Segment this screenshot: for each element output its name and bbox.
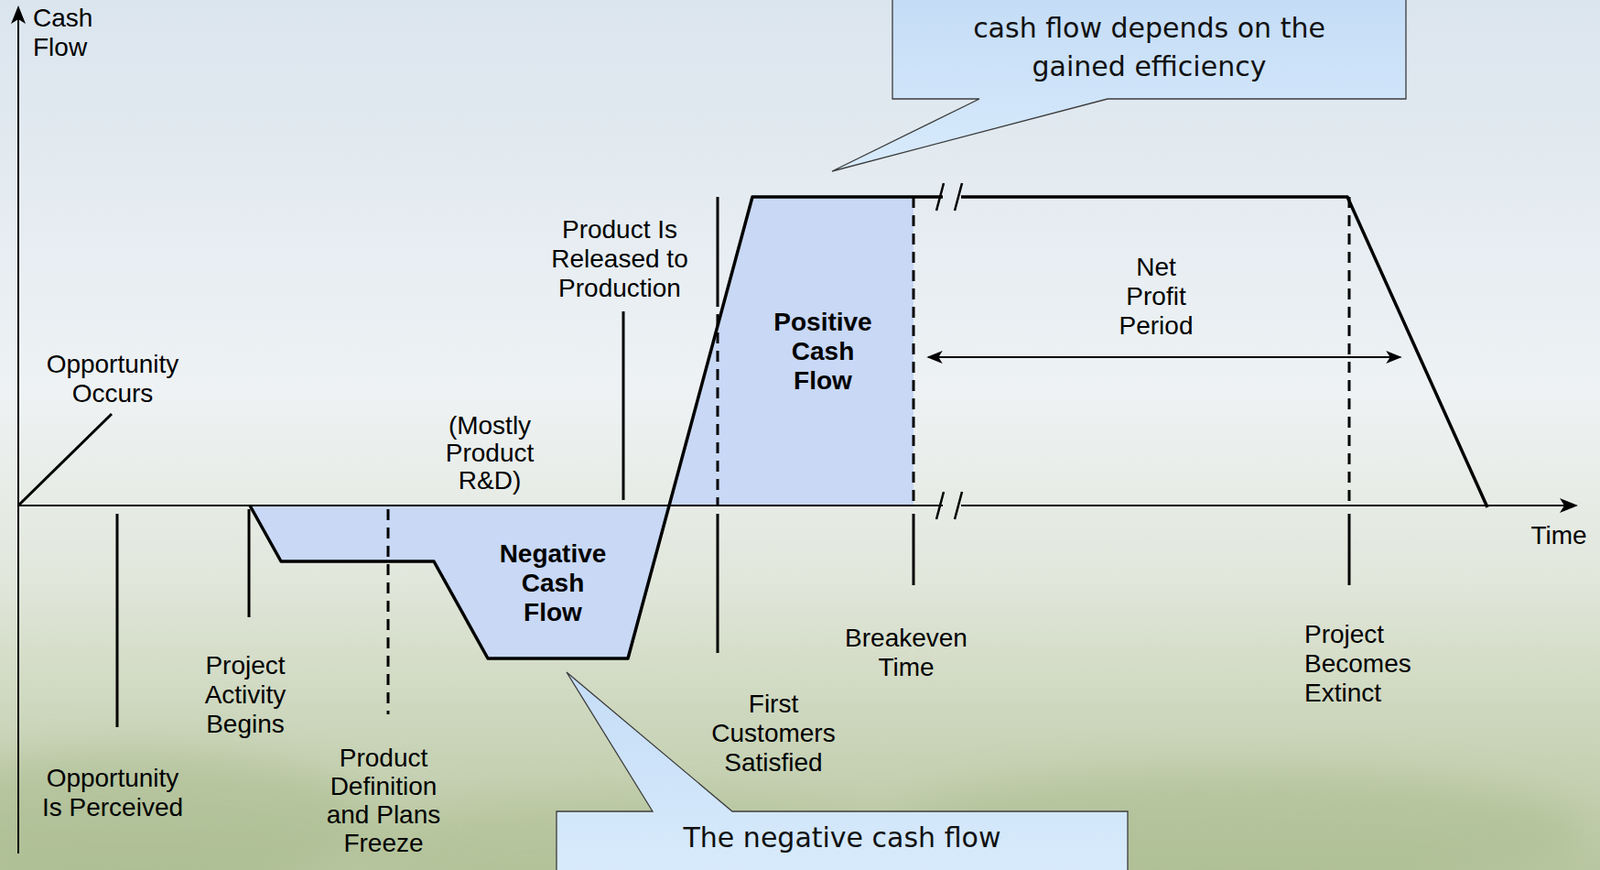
axis-label: Cash Flow: [32, 3, 116, 63]
cash-flow-curve: [961, 196, 1488, 508]
region-text-holder: Positive Cash Flow: [763, 307, 883, 396]
label-holder: Product Definition and Plans Freeze: [317, 743, 451, 857]
region-fill: [249, 505, 670, 659]
milestone-dashed-line: [387, 508, 390, 714]
callout-text-holder: The negative cash flow: [556, 810, 1128, 861]
milestone-dashed-line: [1348, 196, 1352, 506]
label-holder: (Mostly Product R&D): [437, 411, 543, 495]
label-holder: Cash Flow: [32, 3, 116, 63]
milestone-label: (Mostly Product R&D): [437, 411, 543, 495]
milestone-line: [716, 513, 720, 653]
cash-flow-region: Negative Cash Flow: [249, 505, 670, 659]
axis-label: Time: [1522, 520, 1596, 551]
milestone-line: [248, 508, 251, 617]
callout-box: cash flow depends on the gained efficien…: [892, 0, 1406, 99]
leader-line: [18, 413, 112, 506]
milestone-line: [716, 196, 720, 296]
time-axis: [961, 504, 1577, 507]
milestone-line: [622, 311, 626, 500]
label-holder: Opportunity Is Perceived: [35, 763, 190, 822]
milestone-label: Product Is Released to Production: [544, 215, 696, 303]
milestone-label: Project Becomes Extinct: [1304, 619, 1433, 708]
region-shape: [249, 505, 670, 659]
label-holder: Time: [1522, 520, 1596, 551]
milestone-label: Opportunity Is Perceived: [35, 763, 190, 822]
grass-patch: [0, 750, 376, 870]
label-holder: Net Profit Period: [1113, 252, 1200, 341]
period-double-arrow: [928, 356, 1401, 358]
milestone-line: [1348, 513, 1352, 585]
cash-flow-axis: [17, 7, 20, 854]
callout-outline: [556, 671, 1128, 870]
region-shape: [669, 196, 914, 506]
axis-break-mark: [954, 491, 963, 519]
label-holder: Project Activity Begins: [193, 650, 299, 739]
callout-text: cash flow depends on the gained efficien…: [942, 9, 1356, 87]
region-label: Positive Cash Flow: [763, 307, 883, 396]
callout-outline: [832, 0, 1406, 172]
label-holder: Breakeven Time: [835, 623, 978, 682]
label-holder: Opportunity Occurs: [34, 349, 191, 409]
milestone-label: Breakeven Time: [835, 623, 978, 682]
milestone-label: Opportunity Occurs: [34, 349, 191, 409]
region-text-holder: Negative Cash Flow: [493, 539, 613, 628]
milestone-line: [116, 513, 119, 727]
milestone-dashed-line: [912, 196, 916, 506]
cash-flow-region: Positive Cash Flow: [669, 196, 914, 506]
region-label: Negative Cash Flow: [493, 539, 613, 628]
milestone-label: Product Definition and Plans Freeze: [317, 743, 451, 857]
milestone-dashed-line: [716, 295, 720, 506]
time-axis: [18, 504, 943, 507]
region-fill: [669, 196, 914, 506]
callout-box: The negative cash flow: [556, 810, 1128, 870]
callout-text: The negative cash flow: [583, 820, 1101, 855]
axis-break-mark: [936, 491, 944, 519]
callout-text-holder: cash flow depends on the gained efficien…: [892, 0, 1406, 99]
cash-flow-curve: [249, 196, 943, 659]
label-holder: Project Becomes Extinct: [1304, 619, 1433, 708]
label-holder: First Customers Satisfied: [704, 689, 843, 778]
milestone-label: Project Activity Begins: [193, 650, 299, 739]
milestone-label: First Customers Satisfied: [704, 689, 843, 778]
milestone-line: [912, 513, 916, 585]
label-holder: Product Is Released to Production: [544, 215, 696, 303]
milestone-label: Net Profit Period: [1113, 252, 1200, 341]
axis-break-mark: [954, 183, 963, 211]
